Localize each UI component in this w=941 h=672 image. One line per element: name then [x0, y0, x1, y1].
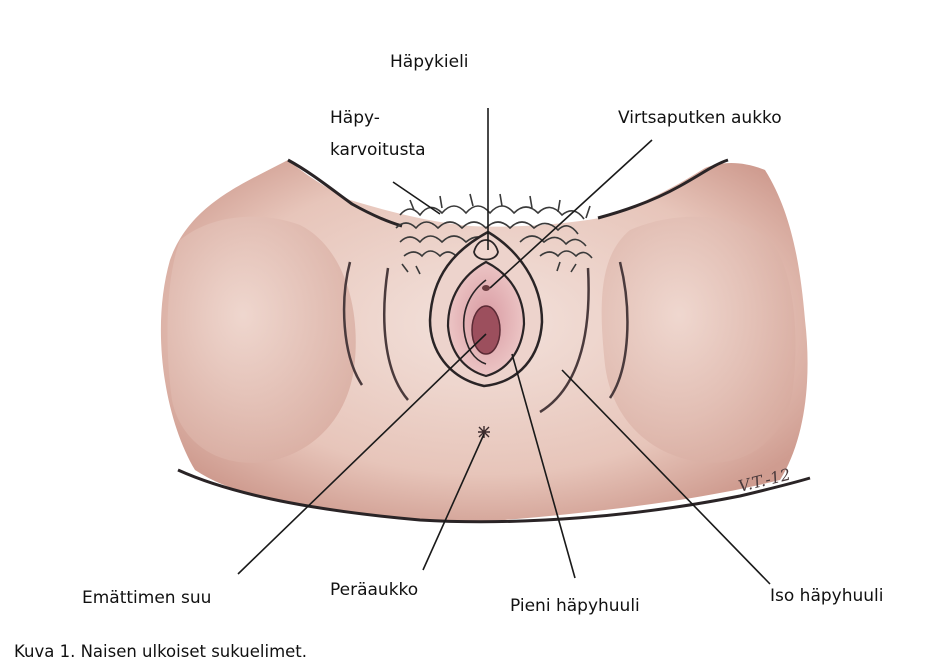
label-labia-minora: Pieni häpyhuuli [510, 596, 640, 616]
urethral-opening-shape [482, 285, 490, 291]
label-anus: Peräaukko [330, 580, 418, 600]
figure-caption: Kuva 1. Naisen ulkoiset sukuelimet. [14, 642, 307, 662]
vaginal-opening-shape [472, 306, 500, 354]
label-pubic-hair-line1: Häpy- [330, 108, 380, 128]
anus-shape [478, 426, 490, 438]
label-urethral-opening: Virtsaputken aukko [618, 108, 782, 128]
pointer-pubic-hair [393, 182, 440, 214]
label-vaginal-opening: Emättimen suu [82, 588, 211, 608]
left-thigh [167, 217, 355, 463]
label-clitoris: Häpykieli [390, 52, 469, 72]
label-labia-majora: Iso häpyhuuli [770, 586, 884, 606]
label-pubic-hair-line2: karvoitusta [330, 140, 426, 160]
